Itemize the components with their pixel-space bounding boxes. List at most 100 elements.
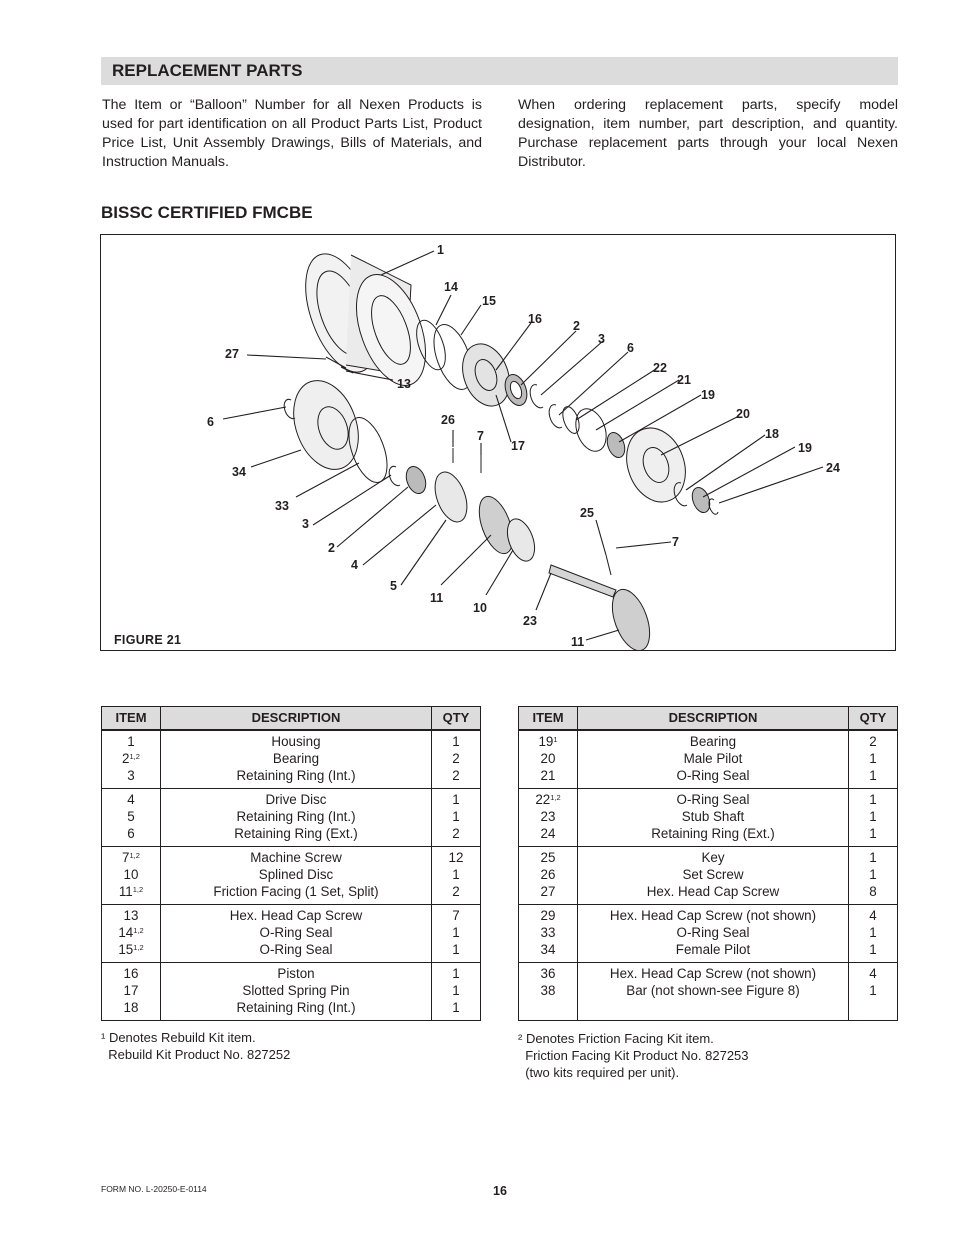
kit-footnote-marker: 1,2 xyxy=(129,851,140,860)
part-qty: 1 xyxy=(452,792,460,807)
kit-footnote-marker: 1,2 xyxy=(550,793,561,802)
item-number: 33 xyxy=(540,924,556,940)
splined-disc xyxy=(506,518,536,562)
bearing-2-lower xyxy=(405,465,427,495)
part-qty: 2 xyxy=(869,734,877,749)
item-number: 26 xyxy=(540,866,556,882)
part-description: O-Ring Seal xyxy=(676,792,750,807)
page-number: 16 xyxy=(493,1184,507,1198)
figure-label: FIGURE 21 xyxy=(114,633,182,647)
item-number: 111,2 xyxy=(118,883,144,899)
item-number: 5 xyxy=(127,808,135,824)
ring-3-lower xyxy=(388,465,401,487)
callout-label: 10 xyxy=(473,601,487,615)
item-number: 13 xyxy=(123,908,139,923)
part-qty: 1 xyxy=(869,924,877,940)
kit-footnote-marker: 1 xyxy=(553,735,558,744)
item-number: 10 xyxy=(123,866,139,882)
part-qty: 1 xyxy=(452,866,460,882)
part-description: Machine Screw xyxy=(250,850,342,865)
friction-facing-upper xyxy=(478,495,514,555)
item-number: 16 xyxy=(123,966,139,981)
callout-label: 20 xyxy=(736,407,750,421)
piston xyxy=(462,343,510,407)
part-qty: 1 xyxy=(869,767,877,783)
footnote-line: (two kits required per unit). xyxy=(518,1065,680,1080)
footnote-line: ² Denotes Friction Facing Kit item. xyxy=(518,1031,714,1046)
part-qty: 1 xyxy=(452,999,460,1015)
ring-6-upper xyxy=(548,404,563,429)
part-qty: 2 xyxy=(452,883,460,899)
part-description: Hex. Head Cap Screw xyxy=(646,883,780,899)
kit-footnote-marker: 1,2 xyxy=(132,884,144,894)
description-cell: Hex. Head Cap Screw (not shown)Bar (not … xyxy=(577,962,849,1021)
callout-label: 17 xyxy=(511,439,525,453)
item-number: 38 xyxy=(540,982,556,998)
part-description: O-Ring Seal xyxy=(259,941,333,957)
description-cell: Hex. Head Cap Screw (not shown)O-Ring Se… xyxy=(577,904,849,963)
header-qty: QTY xyxy=(848,706,898,731)
o-ring-14 xyxy=(416,319,446,371)
part-qty: 1 xyxy=(869,825,877,841)
section-title: REPLACEMENT PARTS xyxy=(112,61,303,80)
intro-paragraph-right: When ordering replacement parts, specify… xyxy=(518,97,898,170)
callout-label: 23 xyxy=(523,614,537,628)
kit-footnote-marker: 1,2 xyxy=(133,942,144,952)
callout-label: 5 xyxy=(390,579,397,593)
key-25 xyxy=(605,554,612,576)
part-qty: 4 xyxy=(869,966,877,981)
callout-label: 15 xyxy=(482,294,496,308)
part-qty: 1 xyxy=(869,808,877,824)
part-qty: 1 xyxy=(869,792,877,807)
kit-footnote-marker: 1,2 xyxy=(129,751,140,761)
item-number: 36 xyxy=(540,966,556,981)
item-number: 23 xyxy=(540,808,556,824)
item-number: 24 xyxy=(540,825,556,841)
callout-label: 2 xyxy=(573,319,580,333)
callout-label: 7 xyxy=(477,429,484,443)
part-qty: 1 xyxy=(452,924,460,940)
part-description: Male Pilot xyxy=(683,750,743,766)
part-qty: 1 xyxy=(869,750,877,766)
item-number: 17 xyxy=(123,982,139,998)
part-qty: 1 xyxy=(452,941,460,957)
item-number: 29 xyxy=(540,908,556,923)
item-number: 191 xyxy=(538,734,558,749)
callout-label: 6 xyxy=(207,415,214,429)
item-number: 1 xyxy=(127,734,135,749)
item-number: 25 xyxy=(540,850,556,865)
part-description: Hex. Head Cap Screw (not shown) xyxy=(609,966,817,981)
callout-label: 19 xyxy=(701,388,715,402)
part-description: O-Ring Seal xyxy=(676,767,750,783)
part-qty: 2 xyxy=(452,750,460,766)
ring-24 xyxy=(708,498,719,515)
stub-shaft xyxy=(548,564,617,598)
part-qty: 8 xyxy=(869,883,877,899)
callout-label: 22 xyxy=(653,361,667,375)
part-qty: 1 xyxy=(869,866,877,882)
part-qty: 1 xyxy=(452,982,460,998)
callout-label: 27 xyxy=(225,347,239,361)
header-description: DESCRIPTION xyxy=(577,706,849,731)
callout-label: 24 xyxy=(826,461,840,475)
